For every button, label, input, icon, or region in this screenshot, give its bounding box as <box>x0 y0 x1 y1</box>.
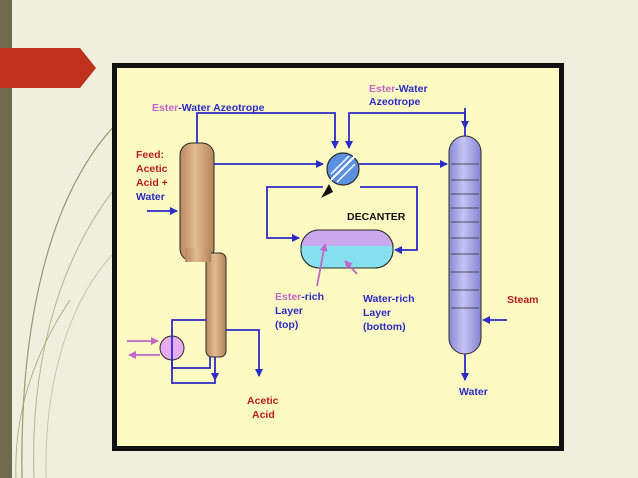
azeotrope-left-label: Ester-Water Azeotrope <box>152 102 265 114</box>
ester-flow-arrows <box>127 243 358 359</box>
water-rich-layer-label: Water-rich Layer (bottom) <box>363 293 415 333</box>
svg-text:Acetic: Acetic <box>247 395 279 407</box>
svg-text:Acetic: Acetic <box>136 163 168 175</box>
azeotrope-right-label: Ester-Water <box>369 83 428 95</box>
water-outlet-label: Water <box>459 386 488 398</box>
process-piping <box>147 108 507 384</box>
ester-rich-layer-label: Ester-rich Layer (top) <box>275 291 324 331</box>
svg-text:Water-rich: Water-rich <box>363 293 415 305</box>
process-diagram-frame: Ester-Water Azeotrope Ester-Water Azeotr… <box>112 63 564 451</box>
steam-label: Steam <box>507 294 539 306</box>
slide-sidebar-bar <box>0 0 12 478</box>
condenser-icon <box>326 152 360 186</box>
svg-text:(bottom): (bottom) <box>363 321 406 333</box>
acetic-acid-label: Acetic Acid <box>247 395 279 421</box>
decanter-label: DECANTER <box>347 211 406 223</box>
svg-text:Acid: Acid <box>252 409 275 421</box>
svg-text:Feed:: Feed: <box>136 149 164 161</box>
svg-text:Layer: Layer <box>275 305 303 317</box>
esterification-process-diagram: Ester-Water Azeotrope Ester-Water Azeotr… <box>117 68 559 446</box>
svg-text:(top): (top) <box>275 319 298 331</box>
svg-text:Ester-rich: Ester-rich <box>275 291 324 303</box>
decanter-vessel <box>300 229 394 269</box>
svg-text:Acid +: Acid + <box>136 177 168 189</box>
stripping-column <box>448 135 482 355</box>
slide-accent-arrow <box>0 48 96 88</box>
svg-text:Layer: Layer <box>363 307 391 319</box>
azeotrope-right-label-line2: Azeotrope <box>369 96 420 108</box>
svg-text:Water: Water <box>136 191 165 203</box>
feed-label: Feed: Acetic Acid + Water <box>136 149 168 203</box>
condenser-outlet-arrow <box>321 184 333 198</box>
